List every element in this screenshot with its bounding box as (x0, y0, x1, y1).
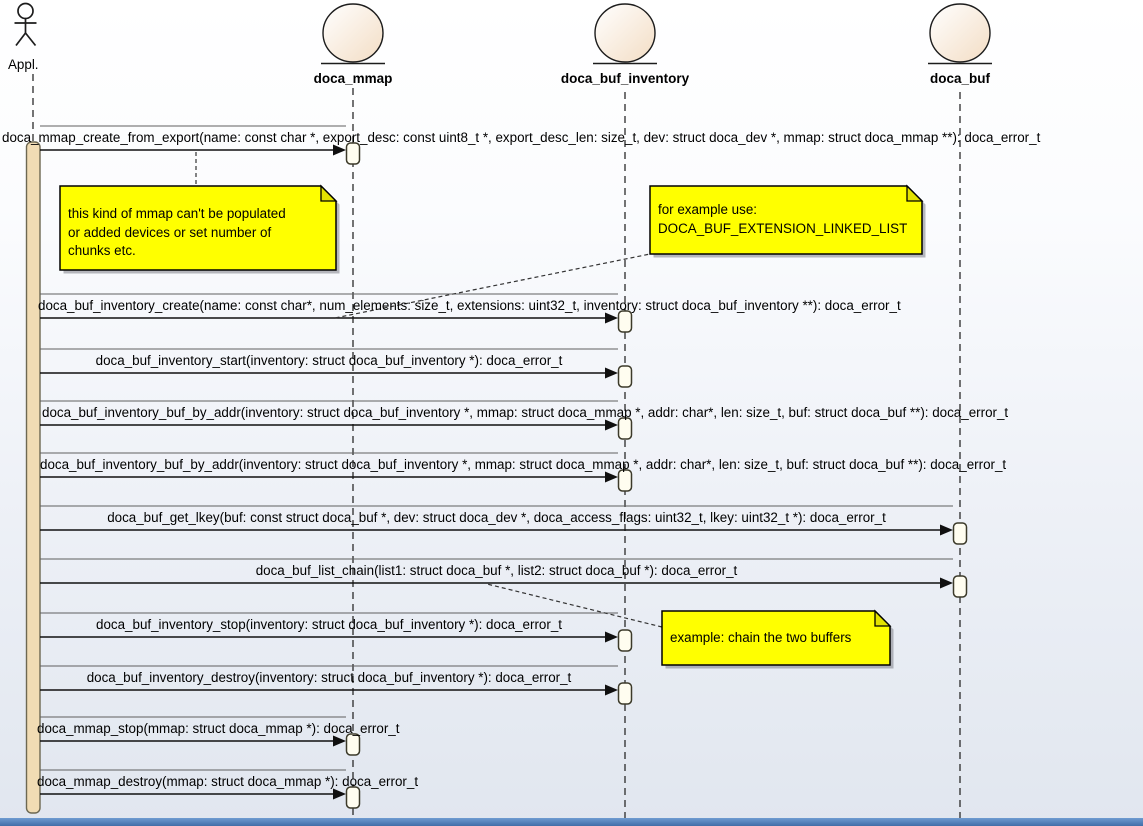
execution-box[interactable] (345, 786, 361, 809)
entity-icon-doca-mmap[interactable] (321, 3, 385, 65)
message-label-5[interactable]: doca_buf_inventory_buf_by_addr(inventory… (40, 457, 1007, 472)
execution-box[interactable] (617, 469, 633, 492)
lifeline-label-doca-buf: doca_buf (929, 71, 990, 86)
message-arrow-9[interactable] (40, 665, 618, 696)
message-arrow-1[interactable] (40, 125, 346, 156)
note-line: example: chain the two buffers (670, 630, 852, 645)
note-line: for example use: (658, 202, 757, 217)
note-text-3[interactable]: example: chain the two buffers (670, 629, 851, 648)
entity-icon-doca-buf[interactable] (928, 3, 992, 65)
message-label-1[interactable]: doca_mmap_create_from_export(name: const… (2, 130, 1041, 145)
activation-bar-appl[interactable] (25, 141, 41, 814)
note-line: or added devices or set number of (68, 224, 272, 240)
message-arrow-5[interactable] (40, 452, 618, 483)
message-arrow-3[interactable] (40, 348, 618, 379)
note-text-2[interactable]: for example use: DOCA_BUF_EXTENSION_LINK… (658, 201, 907, 238)
message-label-10[interactable]: doca_mmap_stop(mmap: struct doca_mmap *)… (37, 721, 400, 736)
lifeline-label-doca-mmap: doca_mmap (313, 71, 393, 86)
note-line: DOCA_BUF_EXTENSION_LINKED_LIST (658, 220, 908, 236)
actor-icon[interactable] (14, 2, 37, 47)
note-line: chunks etc. (68, 243, 136, 258)
message-label-8[interactable]: doca_buf_inventory_stop(inventory: struc… (96, 617, 562, 632)
note-connector-2 (334, 252, 656, 319)
message-label-11[interactable]: doca_mmap_destroy(mmap: struct doca_mmap… (37, 774, 419, 789)
message-arrow-7[interactable] (40, 558, 953, 589)
message-arrow-4[interactable] (40, 400, 618, 431)
message-label-7[interactable]: doca_buf_list_chain(list1: struct doca_b… (255, 563, 738, 578)
execution-box[interactable] (345, 142, 361, 165)
execution-box[interactable] (952, 575, 968, 598)
note-line: this kind of mmap can't be populated (68, 206, 286, 221)
execution-box[interactable] (617, 310, 633, 333)
message-arrow-2[interactable] (40, 293, 618, 324)
note-shape-2[interactable] (649, 184, 926, 258)
note-text-1[interactable]: this kind of mmap can't be populated or … (68, 205, 286, 261)
message-arrow-10[interactable] (40, 716, 346, 747)
execution-box[interactable] (617, 365, 633, 388)
message-label-4[interactable]: doca_buf_inventory_buf_by_addr(inventory… (42, 405, 1009, 420)
message-arrow-8[interactable] (40, 612, 618, 643)
actor-label: Appl. (8, 57, 39, 72)
execution-box[interactable] (617, 682, 633, 705)
execution-box[interactable] (952, 522, 968, 545)
execution-box[interactable] (345, 733, 361, 756)
entity-icon-doca-buf-inventory[interactable] (593, 3, 657, 65)
bottom-edge-bar (0, 818, 1143, 826)
message-label-9[interactable]: doca_buf_inventory_destroy(inventory: st… (86, 670, 572, 685)
note-shape-1[interactable] (59, 184, 340, 274)
message-arrow-11[interactable] (40, 769, 346, 800)
message-label-6[interactable]: doca_buf_get_lkey(buf: const struct doca… (107, 510, 886, 525)
note-connector-3 (486, 583, 663, 628)
message-label-2[interactable]: doca_buf_inventory_create(name: const ch… (38, 298, 901, 313)
message-label-3[interactable]: doca_buf_inventory_start(inventory: stru… (95, 353, 563, 368)
note-shape-3[interactable] (661, 609, 894, 669)
lifeline-label-doca-buf-inventory: doca_buf_inventory (560, 71, 690, 86)
execution-box[interactable] (617, 417, 633, 440)
message-arrow-6[interactable] (40, 505, 953, 536)
execution-box[interactable] (617, 629, 633, 652)
